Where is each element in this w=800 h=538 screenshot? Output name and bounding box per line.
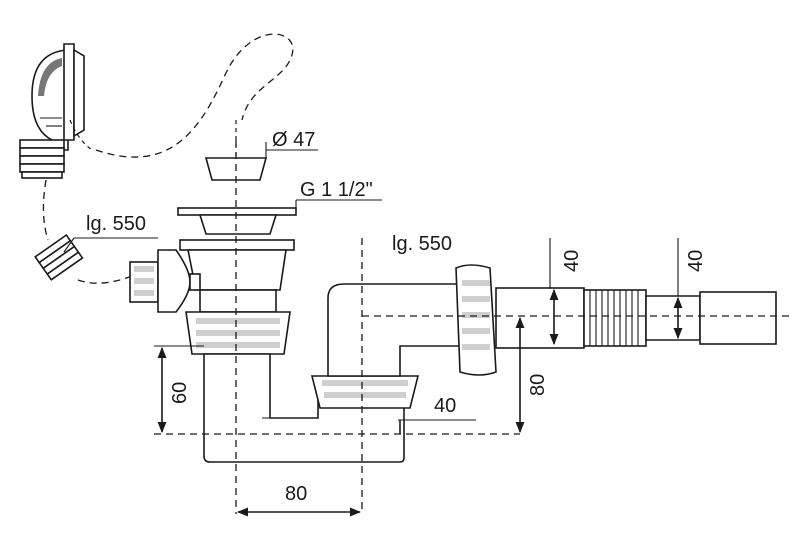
flexible-hose	[583, 289, 647, 347]
plug-chain-loop	[95, 33, 294, 158]
label-trap-width: 80	[285, 483, 307, 505]
label-outlet-height-far-right: 40	[685, 250, 707, 272]
overflow-hose-lower	[77, 275, 133, 284]
strainer-body	[198, 214, 278, 235]
label-hose-length-left: lg. 550	[86, 213, 146, 235]
label-trap-offset: 40	[434, 395, 456, 417]
overflow-connector-ribs	[19, 139, 65, 179]
waste-body	[187, 249, 287, 291]
label-thread: G 1 1/2"	[300, 179, 373, 201]
label-trap-depth: 60	[169, 382, 191, 404]
label-dia-47: Ø 47	[272, 129, 315, 151]
strainer-flange	[177, 207, 297, 216]
waste-flange	[179, 239, 295, 251]
outlet-pipe	[495, 287, 585, 349]
overflow-chain	[69, 119, 93, 151]
overflow-inlet	[129, 249, 201, 313]
label-hose-length-right: lg. 550	[392, 233, 452, 255]
overflow-head	[31, 43, 85, 151]
overflow-hose-left	[42, 179, 49, 241]
riser-tube	[327, 283, 463, 377]
label-outlet-height: 40	[561, 250, 583, 272]
waste-tailpiece	[199, 289, 277, 313]
label-inlet-height: 80	[527, 374, 549, 396]
overflow-hose-end	[34, 233, 84, 281]
hose-end-sleeve	[699, 291, 777, 345]
hose-reducer	[645, 295, 701, 341]
